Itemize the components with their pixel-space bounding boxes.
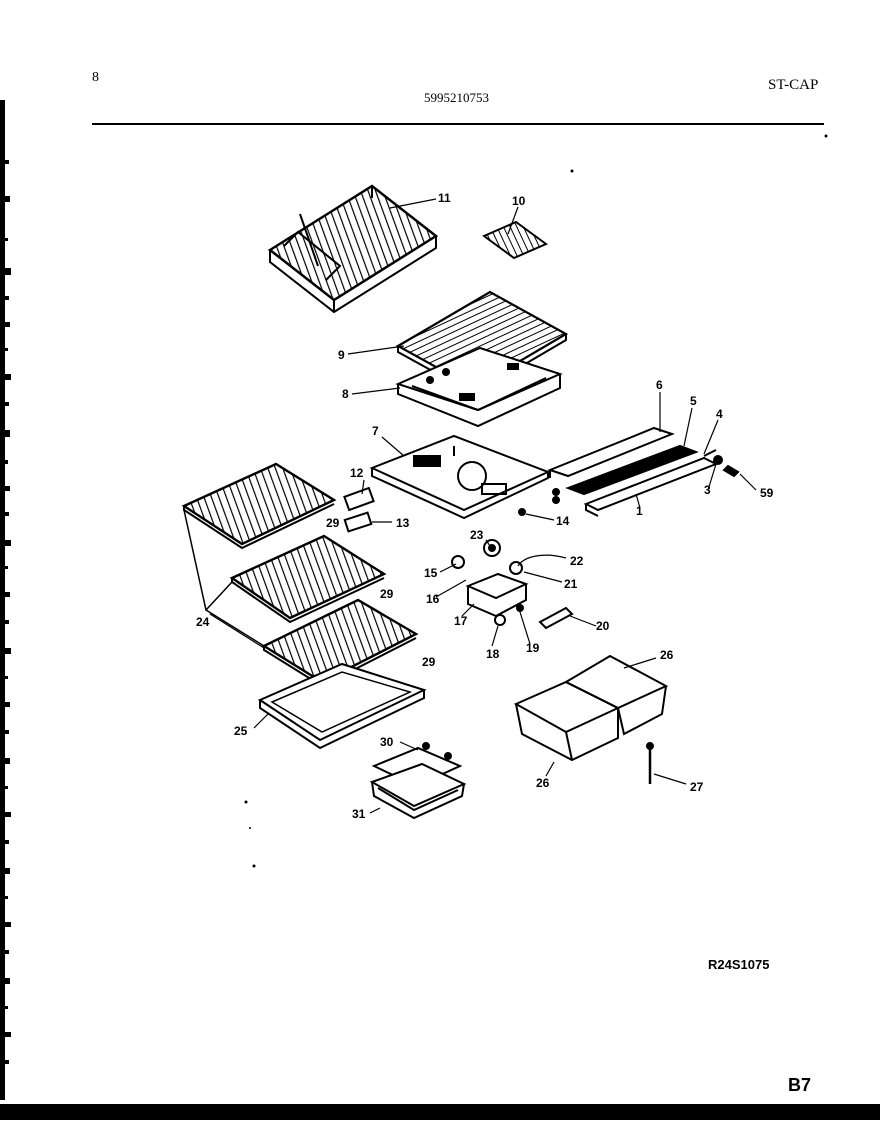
callout-29: 29 — [422, 655, 436, 669]
part-number: 5995210753 — [424, 90, 489, 105]
callout-29: 29 — [380, 587, 394, 601]
callout-4: 4 — [716, 407, 723, 421]
callout-24: 24 — [196, 615, 210, 629]
callout-8: 8 — [342, 387, 349, 401]
glass-shelves — [181, 462, 419, 688]
callout-25: 25 — [234, 724, 248, 738]
divider-panel — [369, 434, 551, 520]
callout-10: 10 — [512, 194, 526, 208]
model-code: ST-CAP — [768, 77, 819, 93]
drawer-pin — [646, 742, 654, 784]
drawing-reference: R24S1075 — [708, 957, 770, 972]
callout-11: 11 — [438, 191, 451, 205]
callout-1: 1 — [636, 504, 643, 518]
callout-19: 19 — [526, 641, 540, 655]
callout-30: 30 — [380, 735, 394, 749]
crisper-cover — [257, 662, 427, 750]
callout-21: 21 — [564, 577, 578, 591]
scan-edge-left — [0, 0, 12, 1120]
callout-14: 14 — [556, 514, 570, 528]
callout-7: 7 — [372, 424, 379, 438]
callout-26: 26 — [536, 776, 550, 790]
callout-12: 12 — [350, 466, 364, 480]
header-rule — [92, 123, 824, 125]
callout-22: 22 — [570, 554, 584, 568]
callout-16: 16 — [426, 592, 440, 606]
page-code: B7 — [788, 1075, 812, 1095]
vent-grille — [482, 220, 548, 260]
callout-labels: 11 10 9 8 6 5 4 7 3 59 12 1 29 13 14 23 … — [196, 191, 774, 821]
meat-keeper — [369, 742, 467, 820]
scan-specks — [244, 134, 828, 868]
callout-5: 5 — [690, 394, 697, 408]
callout-31: 31 — [352, 807, 366, 821]
light-socket — [343, 486, 526, 533]
header-left-mark: 8 — [92, 70, 99, 85]
callout-13: 13 — [396, 516, 410, 530]
callout-17: 17 — [454, 614, 468, 628]
callout-27: 27 — [690, 780, 704, 794]
leader-lines — [209, 198, 757, 814]
callout-26: 26 — [660, 648, 674, 662]
freezer-wire-shelf — [267, 184, 439, 314]
callout-15: 15 — [424, 566, 438, 580]
callout-9: 9 — [338, 348, 345, 362]
callout-59: 59 — [760, 486, 774, 500]
freezer-tray — [395, 346, 563, 428]
callout-18: 18 — [486, 647, 500, 661]
crisper-drawers — [513, 654, 669, 762]
control-housing — [451, 539, 574, 630]
scan-edge-bottom — [0, 1104, 880, 1120]
callout-3: 3 — [704, 483, 711, 497]
callout-20: 20 — [596, 619, 610, 633]
shelf-rails — [547, 426, 740, 517]
callout-23: 23 — [470, 528, 484, 542]
callout-29: 29 — [326, 516, 340, 530]
callout-6: 6 — [656, 378, 663, 392]
